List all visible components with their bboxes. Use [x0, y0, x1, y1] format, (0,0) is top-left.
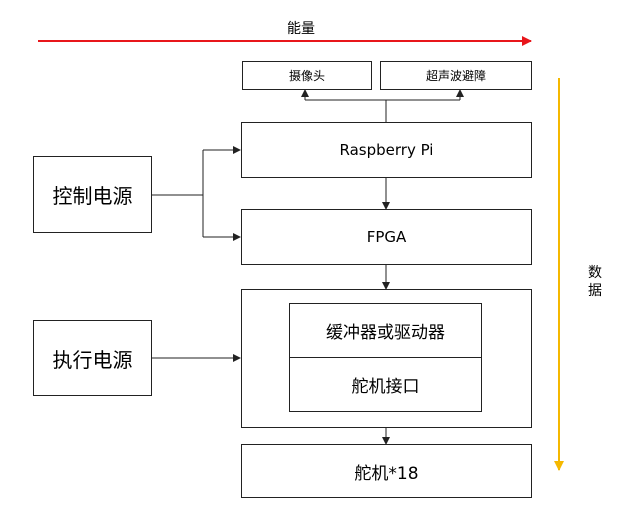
connector-control-power	[152, 150, 204, 237]
buffer-driver-label: 缓冲器或驱动器	[326, 323, 445, 343]
data-label-char-1: 数	[588, 265, 602, 281]
control-power-box: 控制电源	[33, 156, 152, 233]
fpga-label: FPGA	[366, 228, 407, 246]
ultrasonic-box: 超声波避障	[380, 61, 532, 90]
servo-interface-label: 舵机接口	[351, 377, 420, 397]
data-label: 数 据	[586, 264, 604, 300]
servos-label: 舵机*18	[354, 463, 419, 484]
control-power-label: 控制电源	[52, 184, 133, 208]
servo-interface-box: 舵机接口	[289, 357, 482, 412]
raspberry-pi-box: Raspberry Pi	[241, 122, 532, 178]
data-label-char-2: 据	[588, 283, 602, 299]
fpga-box: FPGA	[241, 209, 532, 265]
buffer-driver-box: 缓冲器或驱动器	[289, 303, 482, 358]
exec-power-label: 执行电源	[52, 347, 133, 372]
exec-power-box: 执行电源	[33, 320, 152, 396]
camera-label: 摄像头	[288, 69, 325, 83]
camera-box: 摄像头	[242, 61, 372, 90]
ultrasonic-label: 超声波避障	[425, 69, 486, 83]
raspberry-pi-label: Raspberry Pi	[339, 141, 434, 159]
energy-label: 能量	[287, 21, 315, 37]
servos-box: 舵机*18	[241, 444, 532, 498]
connector-raspberry-sensors	[305, 99, 460, 122]
